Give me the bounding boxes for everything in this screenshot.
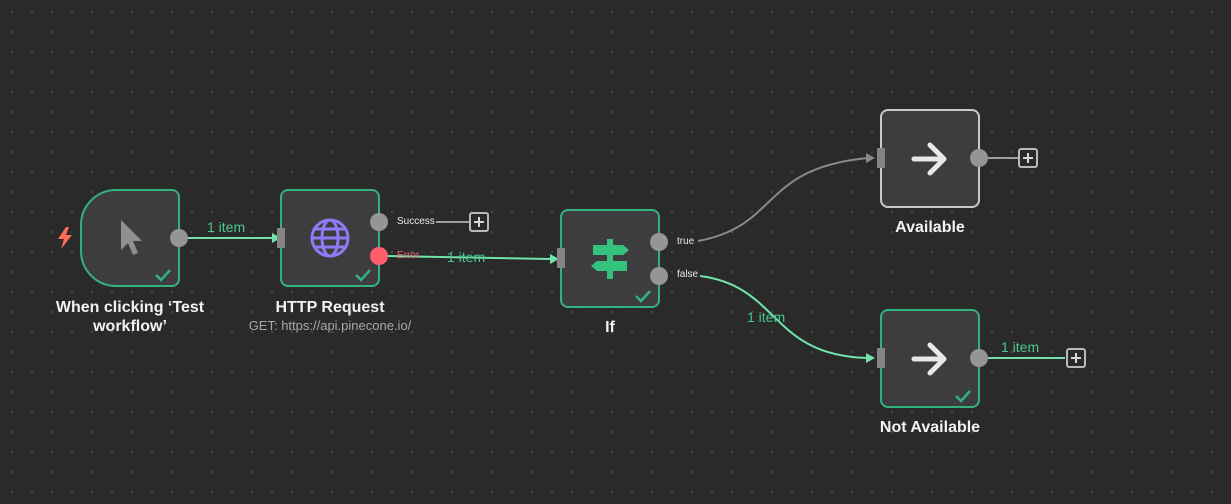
http-error-port[interactable] [370, 247, 388, 265]
if-true-port[interactable] [650, 233, 668, 251]
add-node-button[interactable] [1018, 148, 1038, 168]
connection-if-true-to-available[interactable] [697, 157, 869, 242]
success-check-icon [155, 269, 171, 282]
arrow-right-icon [911, 342, 947, 375]
if-node[interactable] [560, 209, 660, 308]
http-input-port[interactable] [277, 228, 285, 248]
trigger-output-port[interactable] [170, 229, 188, 247]
trigger-node[interactable] [80, 189, 180, 287]
http-success-label: Success [397, 216, 435, 227]
add-node-button[interactable] [469, 212, 489, 232]
arrow-right-icon [911, 142, 947, 175]
not-available-output-port[interactable] [970, 349, 988, 367]
trigger-node-title: When clicking ‘Test workflow’ [55, 299, 205, 335]
success-check-icon [955, 390, 971, 403]
not-available-node-title: Not Available [879, 419, 981, 436]
connection-arrowhead [550, 254, 559, 264]
globe-icon [310, 218, 350, 258]
http-success-port[interactable] [370, 213, 388, 231]
connection-http-error-to-if[interactable] [386, 255, 552, 260]
available-input-port[interactable] [877, 148, 885, 168]
edge-item-count: 1 item [207, 219, 246, 235]
if-input-port[interactable] [557, 248, 565, 268]
cursor-icon [121, 220, 142, 255]
success-check-icon [355, 269, 371, 282]
connection-arrowhead [866, 153, 875, 163]
connection-arrowhead [272, 233, 281, 243]
available-output-port[interactable] [970, 149, 988, 167]
if-node-title: If [605, 319, 615, 336]
add-node-button[interactable] [1066, 348, 1086, 368]
connection-arrowhead [866, 353, 875, 363]
http-node-subtitle: GET: https://api.pinecone.io/ [248, 318, 412, 333]
available-node-title: Available [895, 219, 965, 236]
http-node-title: HTTP Request [275, 299, 385, 316]
lightning-bolt-icon [58, 227, 72, 249]
http-error-label: Error [397, 250, 420, 261]
edge-item-count: 1 item [447, 249, 486, 265]
if-true-label: true [677, 236, 695, 247]
success-check-icon [635, 290, 651, 303]
available-node[interactable] [880, 109, 980, 208]
if-false-label: false [677, 269, 699, 280]
if-false-port[interactable] [650, 267, 668, 285]
edge-item-count: 1 item [1001, 339, 1040, 355]
http-request-node[interactable] [280, 189, 380, 287]
signpost-icon [591, 238, 629, 279]
connection-if-false-to-not-available[interactable] [699, 275, 869, 359]
edge-item-count: 1 item [747, 309, 786, 325]
not-available-input-port[interactable] [877, 348, 885, 368]
not-available-node[interactable] [880, 309, 980, 408]
